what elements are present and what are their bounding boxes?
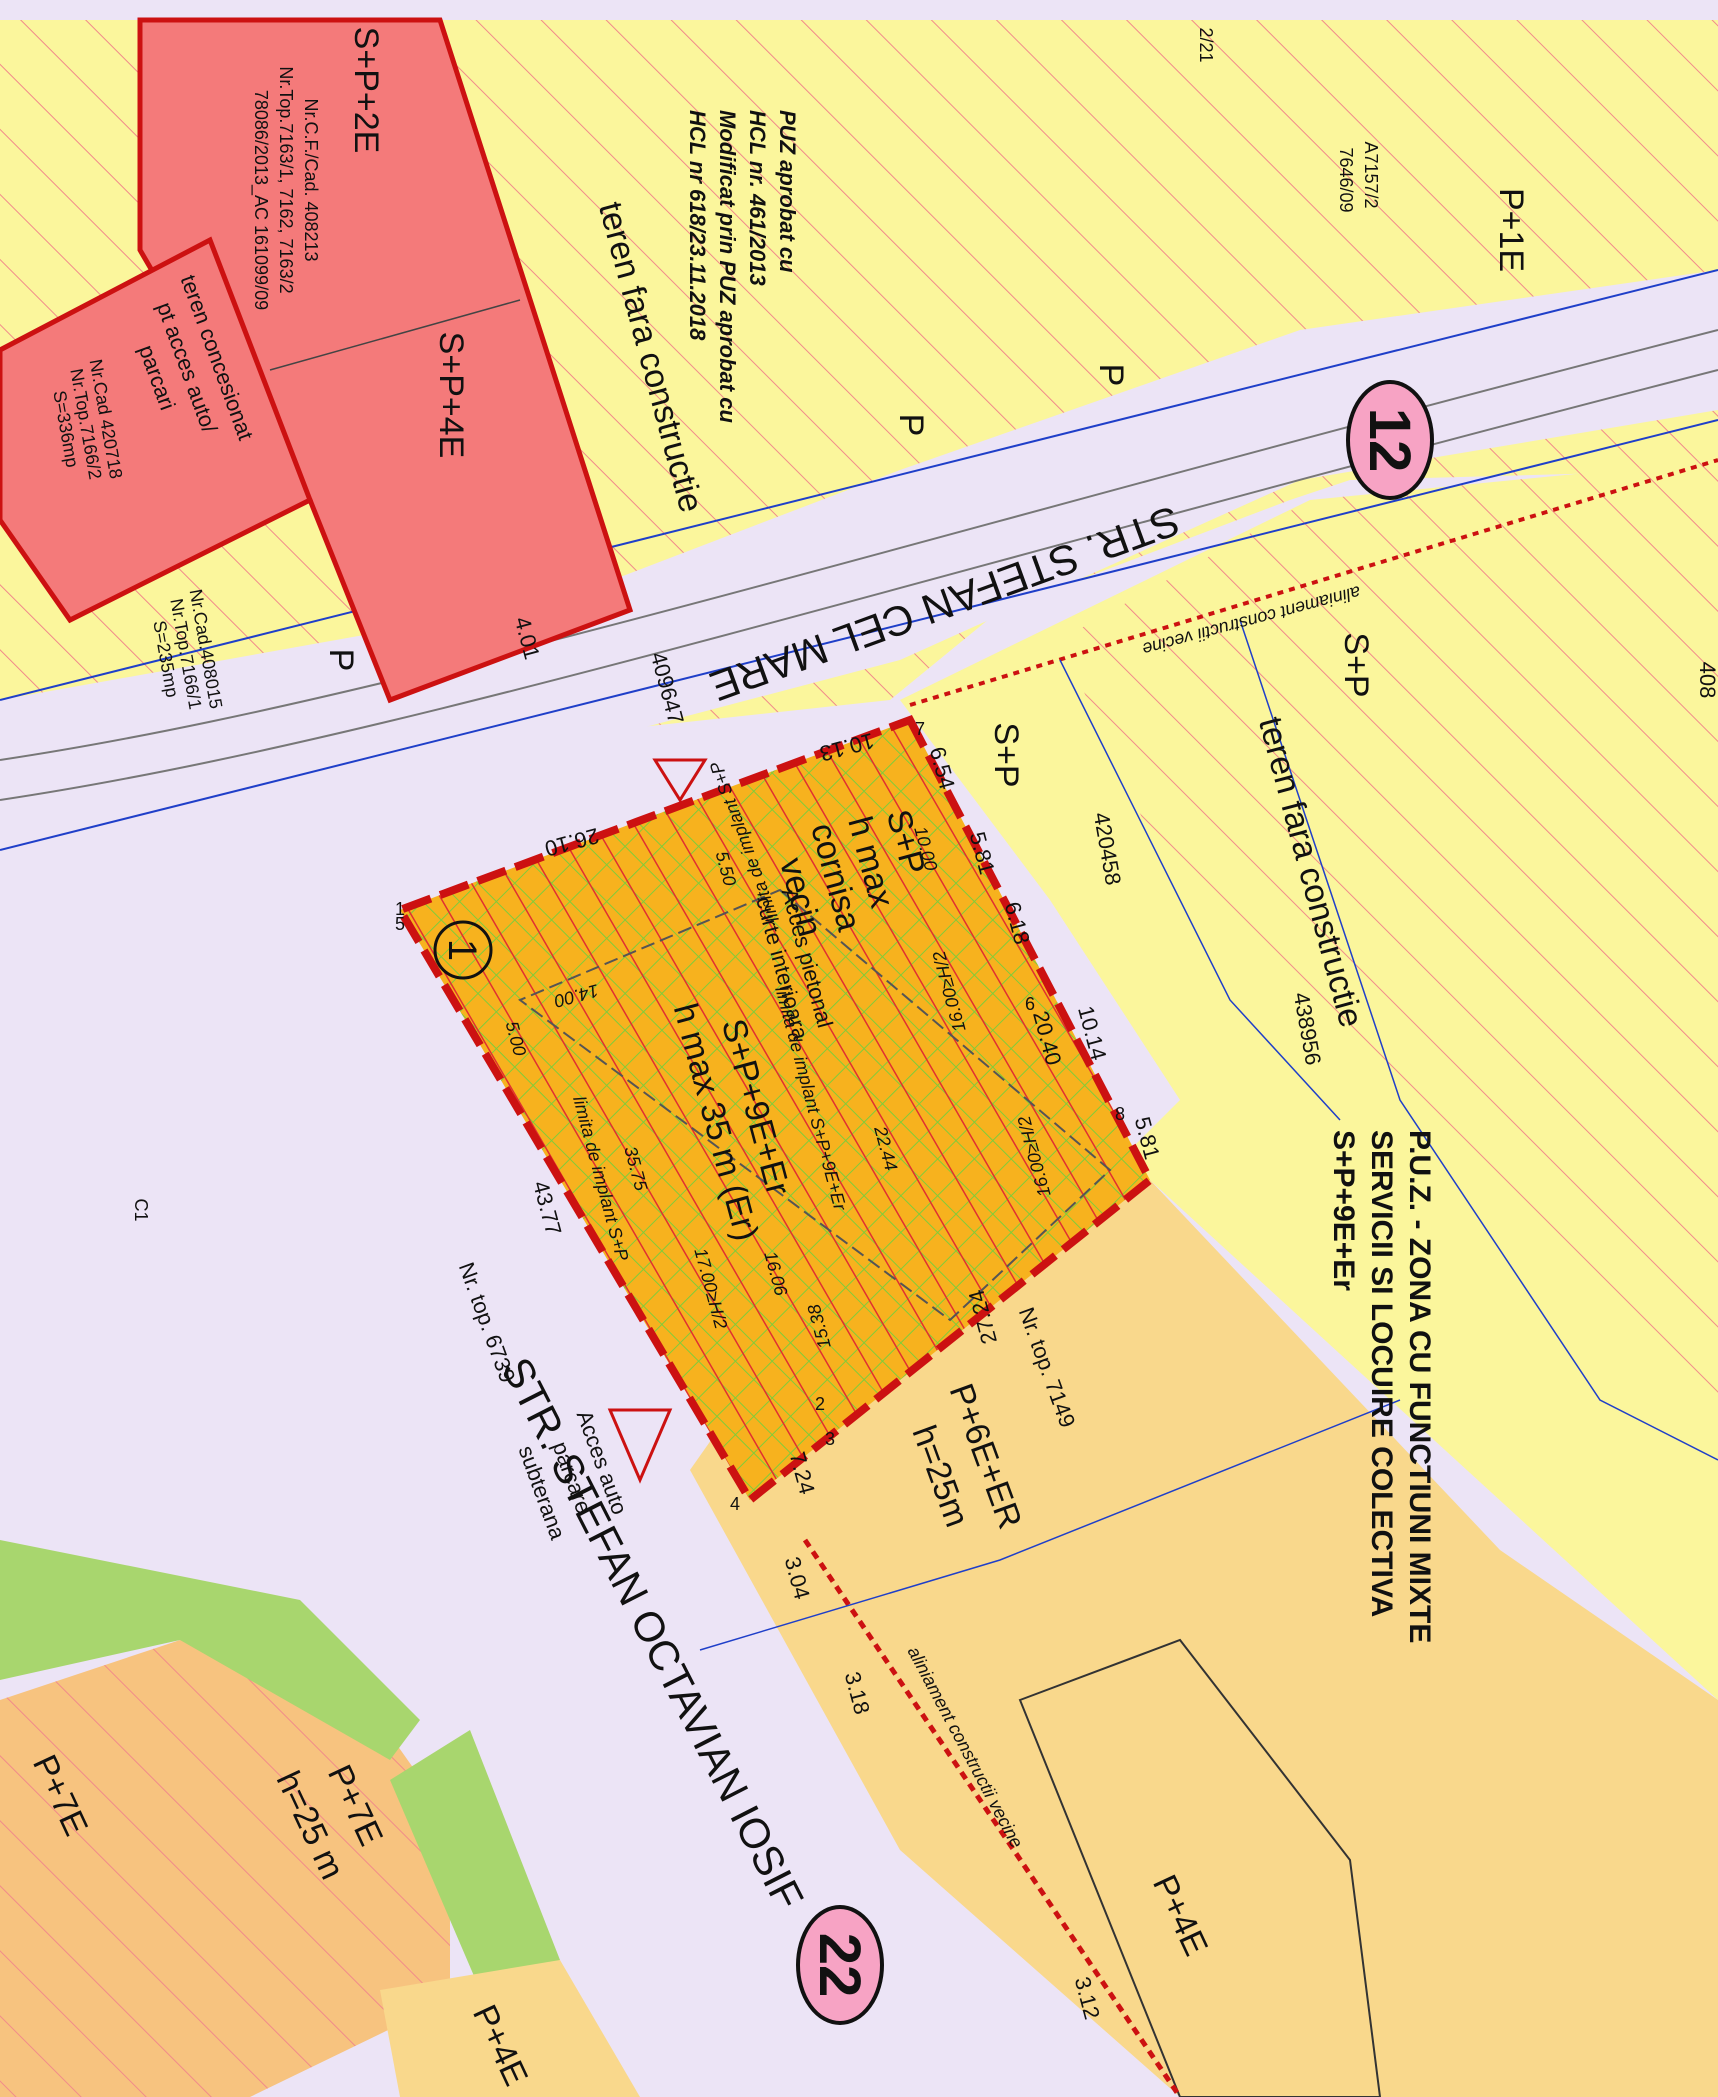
site-number-circle [433,920,493,980]
dim-pt2: 2 [815,1394,825,1414]
badge-22-circle [796,1905,884,2025]
site-plot-red-hatch [400,720,1150,1500]
yellow-zone-right-hatch [1060,460,1718,1420]
dim-pt7: 7 [915,719,925,739]
badge-12-label: 12 [1357,408,1422,473]
label-cf-2: Nr.Top.7163/1, 7162, 7163/2 [276,66,296,293]
parcel-line-3 [699,1399,1401,1651]
parcel-line-1 [1239,619,1718,1461]
zone-title: P.U.Z. - ZONA CU FUNCTIUNI MIXTE SERVICI… [1327,1130,1436,1643]
label-p1e: P+1E [1492,188,1530,272]
label-cf-1: Nr.C.F./Cad. 408213 [301,98,321,261]
parcel-line-2 [1059,659,1341,1121]
dim-pt5: 5 [395,914,405,934]
dim-pt3: 3 [825,1429,835,1449]
dim-pt6: 6 [1025,994,1035,1014]
peach-zone [690,1140,1718,2097]
warning-triangle-2 [607,1408,673,1484]
label-sp2e: S+P+2E [347,27,385,154]
street-edge-bottom [0,419,1718,851]
label-cf-3: 78086/2013_AC 161099/09 [250,90,271,310]
aliniament-line-top [909,458,1718,707]
red-zone-parking [0,236,314,624]
puz-note-line3: Modificat prin PUZ aprobat cu [715,110,740,423]
label-a7157: A7157/2 [1361,141,1381,208]
site-inner-footprint [518,888,1112,1322]
red-zone-divider [269,299,521,371]
green-zone-1 [0,1540,420,1760]
peach-zone-bottom-left [380,1960,640,2097]
puz-note: PUZ aprobat cu HCL nr. 461/2013 Modifica… [685,110,800,423]
puz-note-line1: PUZ aprobat cu [775,110,800,273]
dim-pt1: 1 [395,899,405,919]
warning-triangle-1 [652,758,708,803]
light-orange-zone-hatch [0,1640,450,2097]
label-sp-right: S+P [1337,632,1375,697]
label-sp-mid: S+P [987,722,1025,787]
zone-title-line2: SERVICII SI LOCUIRE COLECTIVA [1365,1130,1398,1617]
label-n408: 408 [1695,662,1718,699]
dim-pt4: 4 [730,1494,740,1514]
green-zone-2 [390,1730,560,1990]
zone-title-line3: S+P+9E+Er [1327,1130,1360,1291]
peach-building-outline [1018,1638,1382,2097]
label-sp4e: S+P+4E [432,332,470,459]
puz-note-line2: HCL nr. 461/2013 [745,110,770,286]
label-p-c: P [1092,364,1130,387]
site-plot-border [394,715,1156,1506]
zone-title-line1: P.U.Z. - ZONA CU FUNCTIUNI MIXTE [1403,1130,1436,1643]
badge-22-label: 22 [807,1933,872,1998]
street-edge-top [0,269,1718,701]
label-p-a: P [322,649,360,672]
puz-note-line4: HCL nr 618/23.11.2018 [685,110,710,341]
label-p-b: P [892,414,930,437]
label-n221: 2/21 [1196,27,1216,62]
site-number-label: 1 [440,939,484,961]
label-c1: C1 [131,1198,151,1221]
label-n7646: 7646/09 [1336,147,1356,212]
dim-pt8: 8 [1115,1104,1125,1124]
badge-12-circle [1346,380,1434,500]
